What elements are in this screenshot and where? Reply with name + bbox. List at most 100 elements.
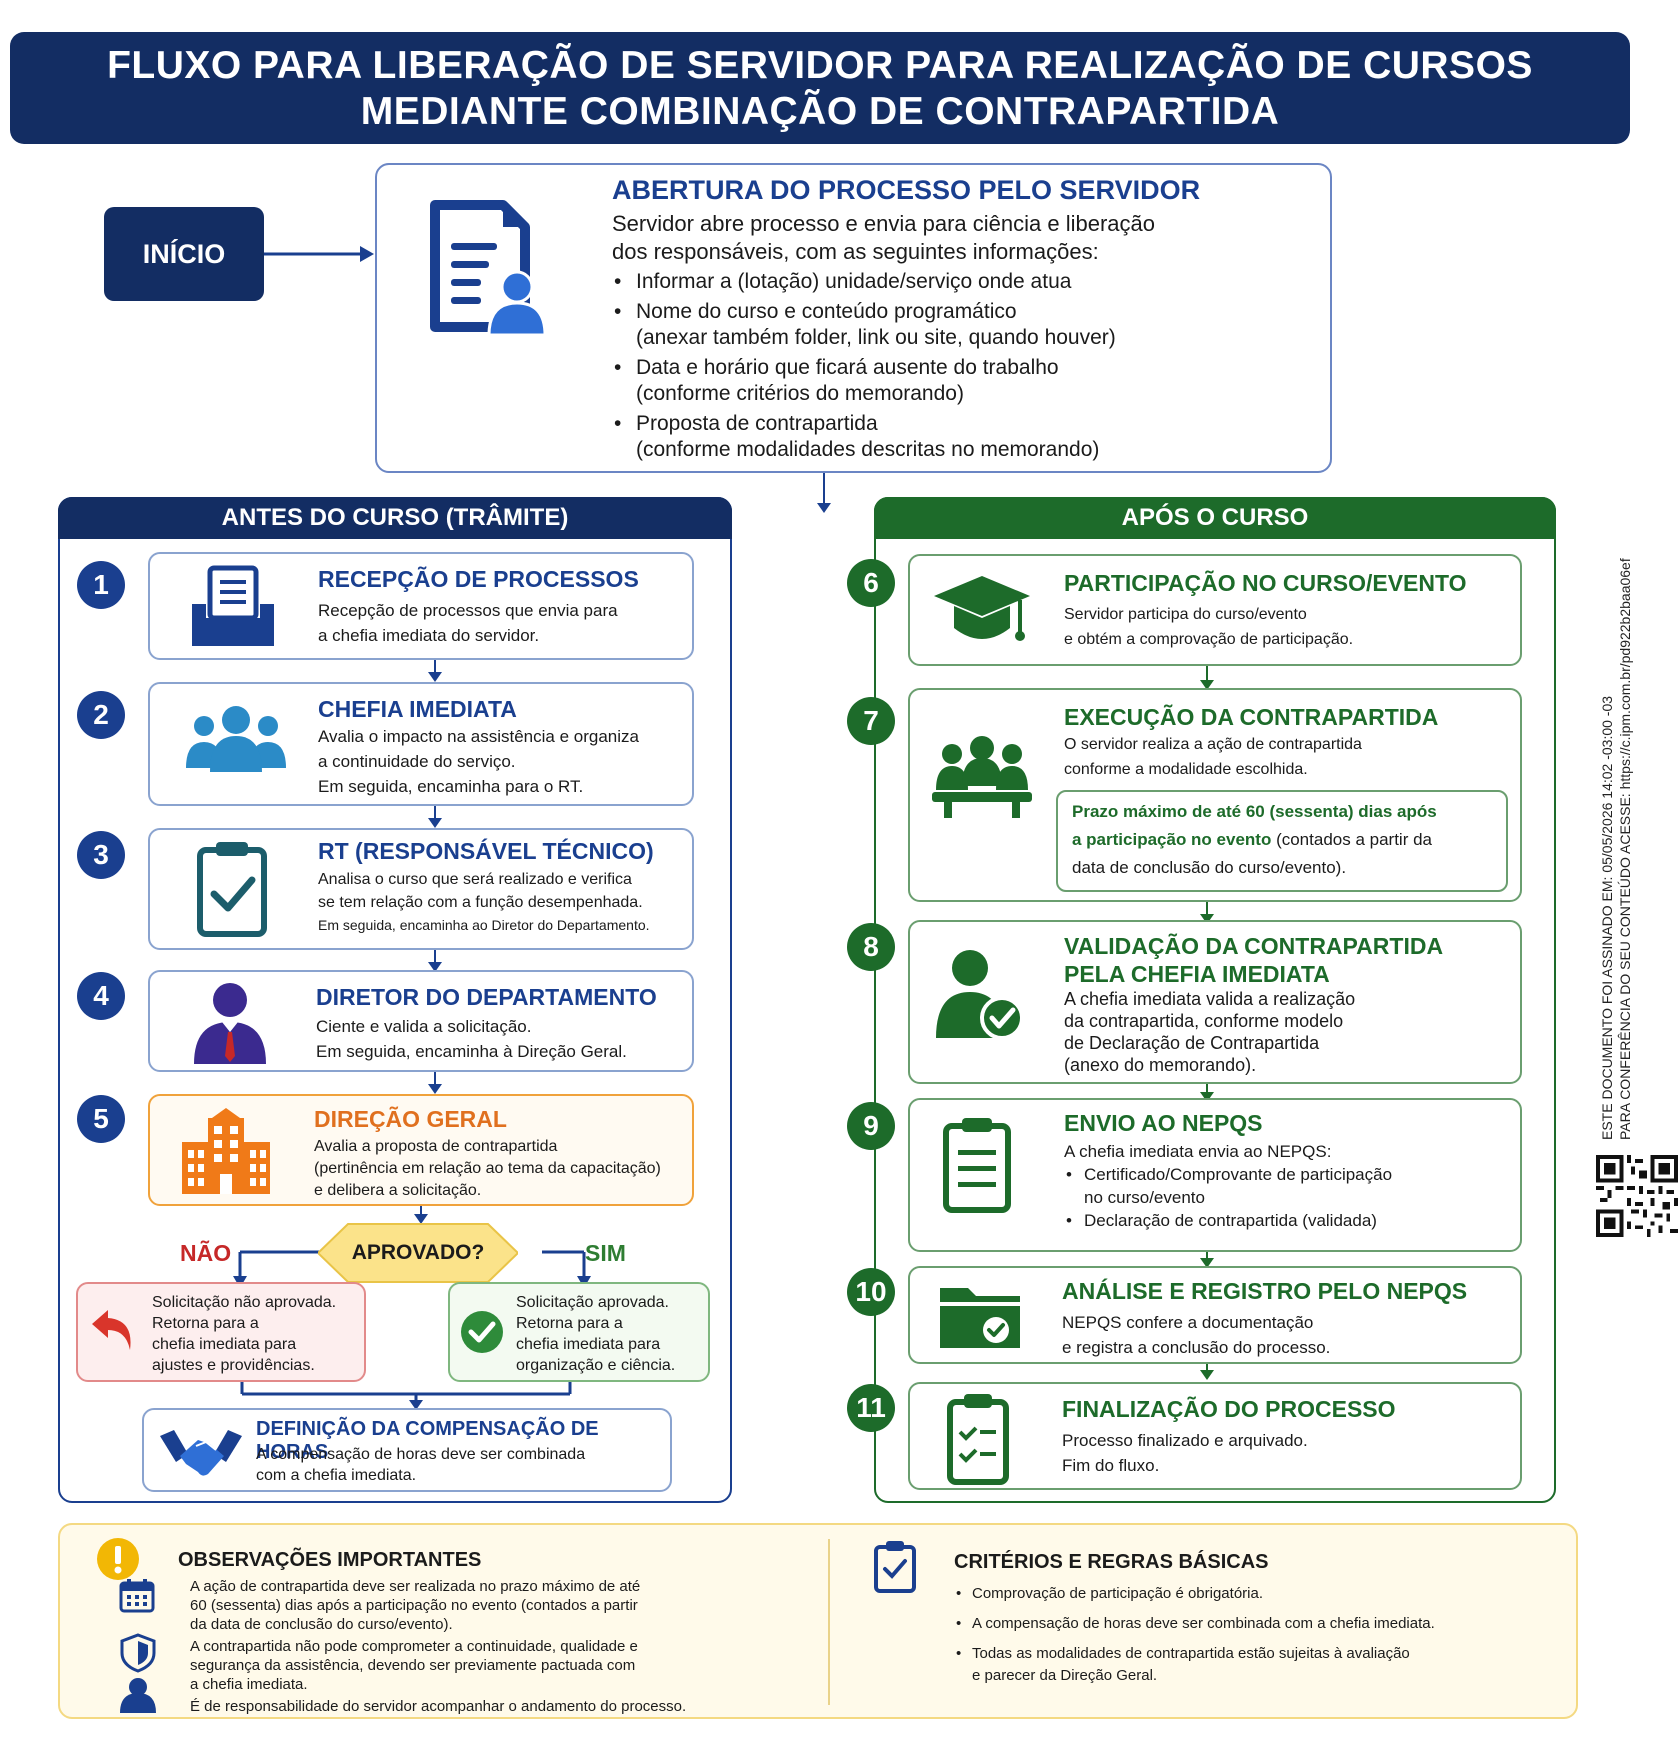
- opening-box: ABERTURA DO PROCESSO PELO SERVIDOR Servi…: [375, 163, 1332, 473]
- step-number-1: 1: [77, 561, 125, 609]
- arrow-down-icon: [428, 962, 442, 972]
- user-check-icon: [936, 950, 1024, 1040]
- clipboard-list-icon: [943, 1118, 1011, 1213]
- connector: [1206, 1252, 1208, 1262]
- note-continuity: A contrapartida não pode comprometer a c…: [190, 1638, 638, 1693]
- checklist-icon: [874, 1541, 916, 1593]
- arrow-down-icon: [428, 818, 442, 828]
- compensation-title: DEFINIÇÃO DA COMPENSAÇÃO DE HORAS: [256, 1418, 599, 1463]
- after-course-panel: APÓS O CURSO: [874, 497, 1556, 1503]
- before-course-panel: ANTES DO CURSO (TRÂMITE): [58, 497, 732, 1503]
- step-number-6: 6: [847, 559, 895, 607]
- step-title: DIRETOR DO DEPARTAMENTO: [316, 984, 657, 1010]
- signature-stamp: ESTE DOCUMENTO FOI ASSINADO EM: 05/05/20…: [1599, 558, 1633, 1140]
- step-card-director: DIRETOR DO DEPARTAMENTO Ciente e valida …: [148, 970, 694, 1072]
- step-title: DIREÇÃO GERAL: [314, 1106, 507, 1132]
- deadline-note: Prazo máximo de até 60 (sessenta) dias a…: [1056, 790, 1508, 892]
- connector: [434, 806, 436, 818]
- clipboard-check-icon: [197, 842, 267, 937]
- arrow-down-icon: [414, 1214, 428, 1224]
- step-title: RT (RESPONSÁVEL TÉCNICO): [318, 838, 654, 864]
- start-arrow-icon: [264, 246, 374, 262]
- folder-check-icon: [940, 1288, 1020, 1348]
- step-text: Processo finalizado e arquivado.Fim do f…: [1062, 1431, 1308, 1475]
- list-item: Informar a (lotação) unidade/serviço ond…: [612, 269, 1312, 295]
- connector: [434, 1072, 436, 1084]
- team-icon: [186, 706, 286, 772]
- step-text: Ciente e valida a solicitação.Em seguida…: [316, 1017, 627, 1061]
- list-item: Comprovação de participação é obrigatóri…: [954, 1583, 1554, 1605]
- step-title: RECEPÇÃO DE PROCESSOS: [318, 566, 639, 592]
- step-card-general-direction: DIREÇÃO GERAL Avalia a proposta de contr…: [148, 1094, 694, 1206]
- step-number-10: 10: [847, 1268, 895, 1316]
- document-user-icon: [430, 200, 547, 337]
- step-title: ANÁLISE E REGISTRO PELO NEPQS: [1062, 1278, 1468, 1304]
- connector: [1206, 1364, 1208, 1372]
- merge-connectors: [240, 1382, 572, 1410]
- meeting-group-icon: [932, 736, 1032, 818]
- step-number-8: 8: [847, 923, 895, 971]
- qr-code-icon[interactable]: [1596, 1155, 1678, 1237]
- step-card-reception: RECEPÇÃO DE PROCESSOS Recepção de proces…: [148, 552, 694, 660]
- inbox-document-icon: [192, 565, 274, 646]
- step-text: Analisa o curso que será realizado e ver…: [318, 871, 650, 933]
- step-card-analysis: ANÁLISE E REGISTRO PELO NEPQS NEPQS conf…: [908, 1266, 1522, 1364]
- notes-title: OBSERVAÇÕES IMPORTANTES: [178, 1549, 482, 1571]
- opening-description: Servidor abre processo e envia para ciên…: [612, 211, 1155, 264]
- arrow-down-icon: [428, 672, 442, 682]
- step-title: ENVIO AO NEPQS: [1064, 1110, 1263, 1136]
- step-number-3: 3: [77, 831, 125, 879]
- compensation-card: DEFINIÇÃO DA COMPENSAÇÃO DE HORAS A comp…: [142, 1408, 672, 1492]
- arrow-down-icon: [428, 1084, 442, 1094]
- list-item: Nome do curso e conteúdo programático(an…: [612, 299, 1312, 351]
- before-course-header: ANTES DO CURSO (TRÂMITE): [58, 497, 732, 539]
- opening-list: Informar a (lotação) unidade/serviço ond…: [612, 269, 1312, 467]
- step-title: CHEFIA IMEDIATA: [318, 696, 517, 722]
- arrow-down-icon: [817, 503, 831, 513]
- step-card-immediate-boss: CHEFIA IMEDIATA Avalia o impacto na assi…: [148, 682, 694, 806]
- step-card-finalization: FINALIZAÇÃO DO PROCESSO Processo finaliz…: [908, 1382, 1522, 1490]
- connector: [1206, 1084, 1208, 1096]
- graduation-cap-icon: [934, 576, 1030, 641]
- step-text: Avalia a proposta de contrapartida(perti…: [314, 1138, 661, 1199]
- user-icon: [120, 1678, 156, 1713]
- step-number-2: 2: [77, 691, 125, 739]
- step-text: O servidor realiza a ação de contraparti…: [1064, 736, 1362, 778]
- after-course-header: APÓS O CURSO: [874, 497, 1556, 539]
- list-item: Data e horário que ficará ausente do tra…: [612, 355, 1312, 407]
- decision-no-label: NÃO: [180, 1240, 232, 1266]
- clipboard-done-icon: [947, 1394, 1009, 1485]
- connector: [1206, 902, 1208, 914]
- step-title: FINALIZAÇÃO DO PROCESSO: [1062, 1396, 1396, 1422]
- divider: [828, 1539, 830, 1705]
- step-card-send-nepqs: ENVIO AO NEPQS A chefia imediata envia a…: [908, 1098, 1522, 1252]
- building-icon: [182, 1108, 270, 1194]
- step-card-participation: PARTICIPAÇÃO NO CURSO/EVENTO Servidor pa…: [908, 554, 1522, 666]
- page-title: FLUXO PARA LIBERAÇÃO DE SERVIDOR PARA RE…: [10, 32, 1630, 144]
- arrow-down-icon: [1200, 914, 1214, 924]
- decision-question: APROVADO?: [351, 1241, 485, 1264]
- step-text: Avalia o impacto na assistência e organi…: [318, 727, 639, 796]
- connector: [434, 660, 436, 672]
- criteria-list: Comprovação de participação é obrigatóri…: [954, 1583, 1554, 1695]
- handshake-icon: [160, 1430, 242, 1476]
- decision-yes-label: SIM: [585, 1240, 626, 1266]
- step-title: PARTICIPAÇÃO NO CURSO/EVENTO: [1064, 570, 1467, 596]
- step-card-execution: EXECUÇÃO DA CONTRAPARTIDA O servidor rea…: [908, 688, 1522, 902]
- start-node: INÍCIO: [104, 207, 264, 301]
- start-label: INÍCIO: [142, 238, 226, 269]
- note-responsibility: É de responsabilidade do servidor acompa…: [190, 1698, 687, 1715]
- title-line-1: FLUXO PARA LIBERAÇÃO DE SERVIDOR PARA RE…: [107, 44, 1533, 87]
- list-item: Todas as modalidades de contrapartida es…: [954, 1643, 1554, 1687]
- connector: [823, 473, 825, 505]
- step-title: EXECUÇÃO DA CONTRAPARTIDA: [1064, 704, 1439, 730]
- step-number-5: 5: [77, 1095, 125, 1143]
- opening-title: ABERTURA DO PROCESSO PELO SERVIDOR: [612, 175, 1201, 205]
- list-item: Proposta de contrapartida(conforme modal…: [612, 411, 1312, 463]
